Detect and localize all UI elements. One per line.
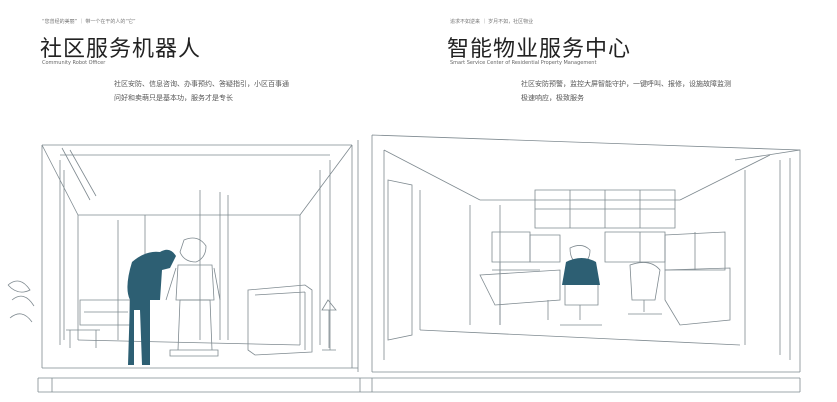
sofa xyxy=(79,299,131,326)
right-ceiling xyxy=(371,134,801,372)
right-subtitle: Smart Service Center of Residential Prop… xyxy=(450,60,597,66)
desk-right xyxy=(664,267,731,326)
right-windows xyxy=(734,149,801,372)
robot-body xyxy=(175,264,215,301)
left-wall xyxy=(59,160,79,345)
monitor-left-2 xyxy=(529,234,561,263)
robot-base xyxy=(169,299,219,357)
side-table xyxy=(66,329,100,348)
left-description-line2: 问好和卖萌只是基本功，服务才是专长 xyxy=(114,94,233,102)
desk-left xyxy=(479,269,561,325)
right-left-wall xyxy=(419,190,501,330)
right-title: 智能物业服务中心 xyxy=(447,37,632,62)
right-ceiling-perspective xyxy=(383,149,771,201)
left-description: 社区安防、信息咨询、办事预约、答疑指引，小区百事通 问好和卖萌只是基本功，服务才… xyxy=(114,77,289,105)
reception-desk xyxy=(247,284,313,356)
chair-center xyxy=(560,279,602,326)
visitor-figure xyxy=(127,249,176,365)
right-breadcrumb: 追求不如逆来 ｜ 岁月不如，社区物业 xyxy=(450,19,534,25)
left-floor-line xyxy=(42,339,358,369)
floor-lamp xyxy=(321,299,337,351)
right-description: 社区安防预警，监控大屏智能守护，一键呼叫、报修，设施故障监测 极速响应，极致服务 xyxy=(521,77,731,105)
left-cornice xyxy=(61,147,97,201)
left-ceiling xyxy=(41,144,352,368)
monitor-left xyxy=(491,231,540,325)
right-description-line1: 社区安防预警，监控大屏智能守护，一键呼叫、报修，设施故障监测 xyxy=(521,80,731,88)
operator-figure xyxy=(562,258,600,285)
right-floor-line xyxy=(372,329,800,373)
left-description-line1: 社区安防、信息咨询、办事预约、答疑指引，小区百事通 xyxy=(114,80,289,88)
left-right-wall xyxy=(299,140,359,372)
right-door xyxy=(387,179,413,341)
line-art xyxy=(7,134,801,393)
plants xyxy=(7,280,35,323)
left-ceiling-perspective xyxy=(41,144,353,216)
robot-head xyxy=(179,237,207,263)
monitor-right xyxy=(664,231,726,271)
monitor-center xyxy=(604,231,666,263)
left-breadcrumb: “您曾经的美丽” ｜ 带一个在干的人的“它” xyxy=(42,19,136,25)
right-description-line2: 极速响应，极致服务 xyxy=(521,94,584,102)
left-title: 社区服务机器人 xyxy=(40,37,202,62)
video-wall xyxy=(534,189,676,229)
floor-slab-joints xyxy=(51,378,373,392)
floor-slab xyxy=(37,377,801,393)
left-subtitle: Community Robot Officer xyxy=(42,60,106,66)
robot-arms xyxy=(165,267,221,301)
chair-right xyxy=(628,262,662,315)
